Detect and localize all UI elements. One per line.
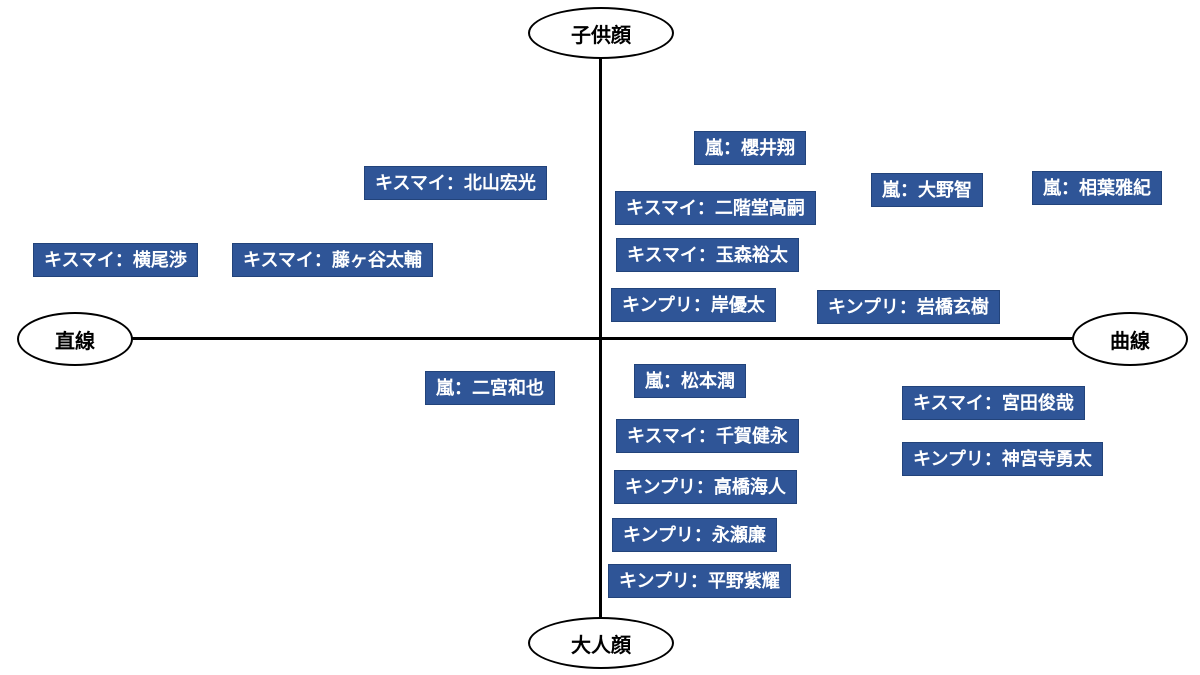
member-tag: 嵐：相葉雅紀 [1032,171,1162,205]
member-tag: キンプリ：神宮寺勇太 [902,442,1103,476]
member-tag: キスマイ：宮田俊哉 [902,386,1085,420]
member-tag: キスマイ：北山宏光 [364,166,547,200]
axis-label-bottom: 大人顔 [528,617,674,669]
member-tag: キスマイ：横尾渉 [33,243,198,277]
member-tag: 嵐：大野智 [871,173,983,207]
member-tag: 嵐：二宮和也 [425,371,555,405]
member-tag: 嵐：松本潤 [634,364,746,398]
member-tag: キンプリ：平野紫耀 [608,564,791,598]
axis-label-right: 曲線 [1072,312,1188,366]
member-tag: キスマイ：千賀健永 [616,419,799,453]
axis-label-left: 直線 [17,312,133,366]
member-tag: キスマイ：二階堂高嗣 [615,191,816,225]
member-tag: キンプリ：永瀬廉 [612,518,777,552]
member-tag: 嵐：櫻井翔 [694,131,806,165]
member-tag: キンプリ：岸優太 [611,288,776,322]
member-tag: キンプリ：岩橋玄樹 [817,290,1000,324]
member-tag: キンプリ：高橋海人 [614,470,797,504]
horizontal-axis [125,337,1075,340]
axis-label-top: 子供顔 [528,7,674,59]
member-tag: キスマイ：玉森裕太 [616,238,799,272]
member-tag: キスマイ：藤ヶ谷太輔 [232,243,433,277]
vertical-axis [599,55,602,625]
